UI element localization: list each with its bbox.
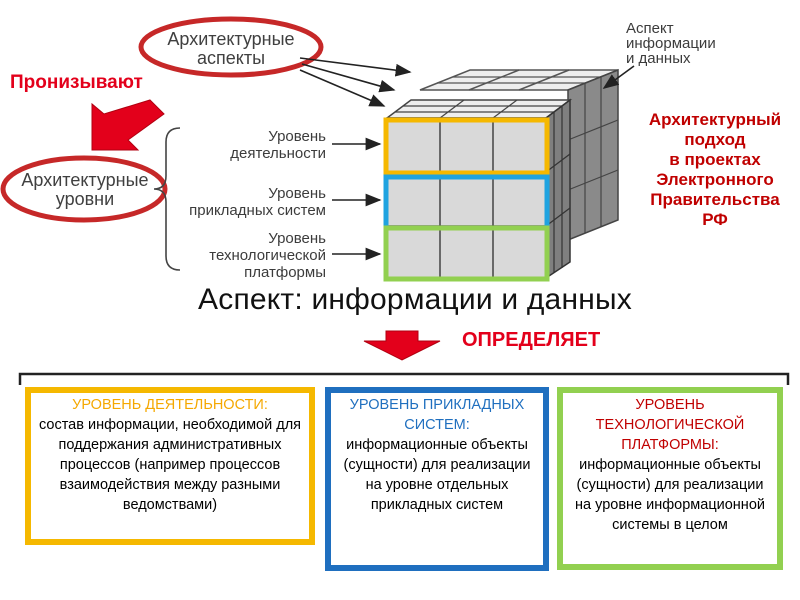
level-technology-line1: Уровень (268, 230, 326, 247)
levels-oval (0, 155, 168, 223)
approach-line4: Электронного (656, 170, 774, 189)
levels-oval-label: Архитектурные уровни (10, 171, 160, 209)
level-label-application: Уровень прикладных систем (189, 185, 326, 219)
approach-line3: в проектах (669, 150, 761, 169)
aspect-label-line3: и данных (626, 50, 691, 67)
approach-line2: подход (684, 130, 746, 149)
levels-oval-line2: уровни (55, 189, 115, 209)
level-activity-line1: Уровень (268, 128, 326, 145)
aspect-label: Аспект информации и данных (626, 21, 716, 66)
approach-line6: РФ (702, 210, 728, 229)
level-application-line2: прикладных систем (189, 202, 326, 219)
box-activity-body: состав информации, необходимой для подде… (38, 417, 302, 513)
aspect-label-arrow (602, 65, 635, 89)
level-technology-line2: технологической (209, 247, 326, 264)
front-cube (383, 98, 573, 282)
activity-row-outline (383, 117, 550, 176)
back-cube (419, 68, 619, 242)
box-application: УРОВЕНЬ ПРИКЛАДНЫХ СИСТЕМ: информационны… (325, 387, 549, 571)
aspect-arrows (299, 57, 412, 107)
aspect-label-line1: Аспект (626, 20, 674, 37)
box-technology-heading: УРОВЕНЬ ТЕХНОЛОГИЧЕСКОЙ ПЛАТФОРМЫ: (595, 397, 745, 453)
box-application-heading: УРОВЕНЬ ПРИКЛАДНЫХ СИСТЕМ: (349, 397, 525, 433)
box-activity-heading: УРОВЕНЬ ДЕЯТЕЛЬНОСТИ: (72, 397, 268, 413)
level-activity-line2: деятельности (230, 145, 326, 162)
boxes-bracket (18, 372, 790, 385)
levels-oval-line1: Архитектурные (21, 170, 149, 190)
aspect-oval-label: Архитектурные аспекты (151, 30, 311, 68)
aspect-oval-line1: Архитектурные (167, 29, 295, 49)
box-technology-body: информационные объекты (сущности) для ре… (575, 457, 765, 533)
aspect-oval-line2: аспекты (196, 48, 266, 68)
level-technology-line3: платформы (244, 264, 326, 281)
aspect-oval (138, 16, 324, 78)
box-technology: УРОВЕНЬ ТЕХНОЛОГИЧЕСКОЙ ПЛАТФОРМЫ: инфор… (557, 387, 783, 570)
level-application-line1: Уровень (268, 185, 326, 202)
level-arrows (332, 137, 382, 261)
defines-label: ОПРЕДЕЛЯЕТ (462, 329, 601, 351)
piercing-arrow (91, 99, 165, 151)
box-activity: УРОВЕНЬ ДЕЯТЕЛЬНОСТИ: состав информации,… (25, 387, 315, 545)
level-label-technology: Уровень технологической платформы (209, 230, 326, 281)
levels-brace (153, 127, 181, 271)
box-application-body: информационные объекты (сущности) для ре… (343, 437, 531, 513)
approach-line5: Правительства (650, 190, 780, 209)
approach-label: Архитектурный подход в проектах Электрон… (620, 110, 800, 230)
aspect-label-line2: информации (626, 35, 716, 52)
technology-row-outline (383, 225, 550, 282)
main-title: Аспект: информации и данных (198, 283, 632, 316)
defines-arrow (363, 330, 441, 361)
piercing-label: Пронизывают (10, 72, 143, 93)
level-label-activity: Уровень деятельности (230, 128, 326, 162)
approach-line1: Архитектурный (648, 110, 782, 129)
